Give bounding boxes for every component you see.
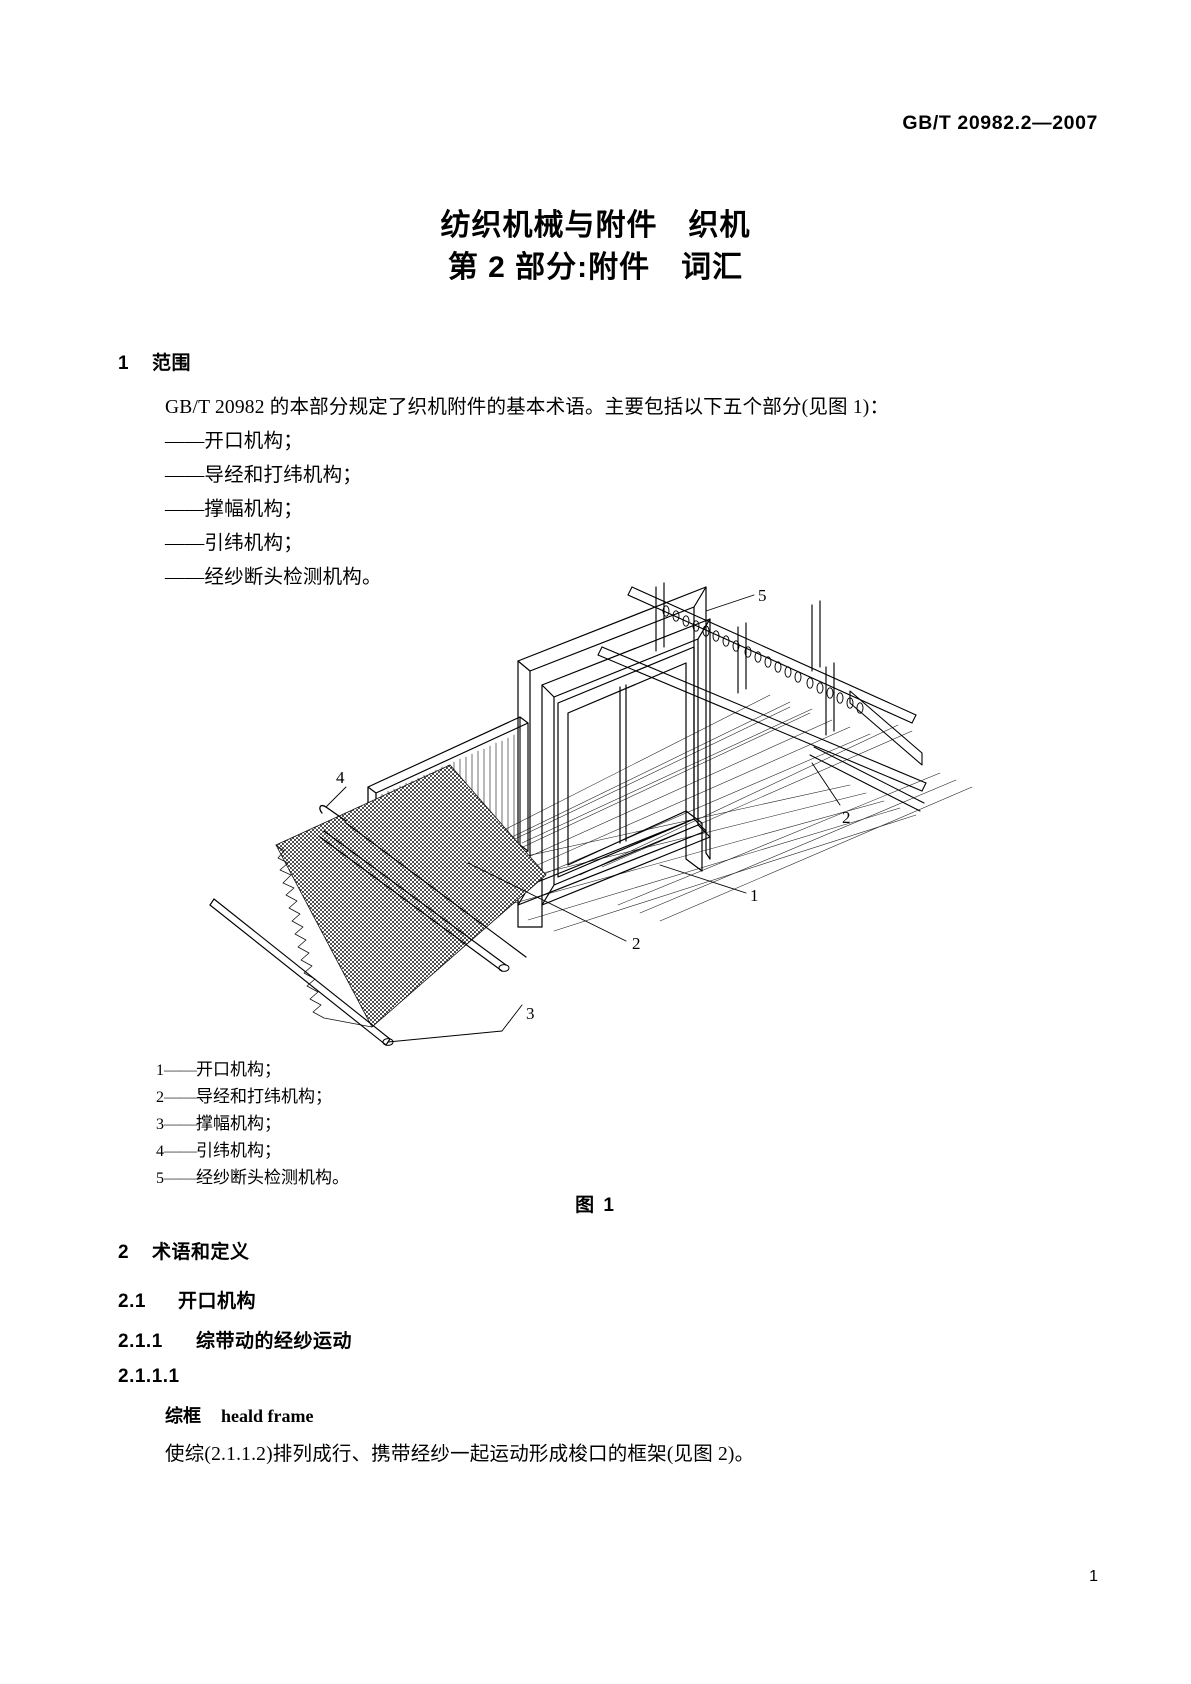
legend-number: 1 xyxy=(156,1062,164,1079)
figure-legend-item-5: 5——经纱断头检测机构。 xyxy=(156,1166,349,1191)
legend-text: 开口机构； xyxy=(196,1060,281,1079)
figure-callout-5: 5 xyxy=(758,586,767,605)
legend-dash: —— xyxy=(164,1141,197,1160)
title-line-1: 纺织机械与附件 织机 xyxy=(440,209,751,242)
heading-warp-motion-label: 综带动的经纱运动 xyxy=(196,1331,353,1352)
standard-number-header: GB/T 20982.2—2007 xyxy=(902,112,1098,134)
heald-frame-clause-number: 2.1.1.1 xyxy=(118,1366,180,1387)
figure-legend-item-1: 1——开口机构； xyxy=(156,1058,281,1083)
scope-item-4: ——引纬机构； xyxy=(165,533,303,554)
figure-legend-item-2: 2——导经和打纬机构； xyxy=(156,1085,332,1110)
figure-callout-1: 1 xyxy=(750,886,759,905)
heading-terms-number: 2 xyxy=(118,1242,130,1263)
heading-shedding-number: 2.1 xyxy=(118,1291,146,1312)
heading-shedding: 2.1 开口机构 xyxy=(118,1286,256,1313)
definition-heald-frame: 使综(2.1.1.2)排列成行、携带经纱一起运动形成梭口的框架(见图 2)。 xyxy=(165,1444,755,1465)
scope-intro-paragraph: GB/T 20982 的本部分规定了织机附件的基本术语。主要包括以下五个部分(见… xyxy=(165,397,890,418)
legend-dash: —— xyxy=(164,1060,197,1079)
scope-item-3: ——撑幅机构； xyxy=(165,499,303,520)
figure-caption: 图 1 xyxy=(575,1195,616,1216)
legend-number: 4 xyxy=(156,1143,164,1160)
figure-callout-4: 4 xyxy=(336,768,345,787)
legend-number: 3 xyxy=(156,1116,164,1133)
heading-warp-motion-number: 2.1.1 xyxy=(118,1331,163,1352)
term-heald-frame-cn: 综框 xyxy=(165,1406,201,1426)
page-title: 纺织机械与附件 织机 第 2 部分:附件 词汇 xyxy=(0,207,1191,291)
legend-text: 撑幅机构； xyxy=(196,1114,281,1133)
legend-dash: —— xyxy=(164,1114,197,1133)
legend-text: 导经和打纬机构； xyxy=(196,1087,332,1106)
figure-callout-3: 3 xyxy=(526,1004,535,1023)
figure-legend-item-4: 4——引纬机构； xyxy=(156,1139,281,1164)
term-heald-frame-en: heald frame xyxy=(221,1406,314,1426)
scope-item-2: ——导经和打纬机构； xyxy=(165,465,363,486)
figure-1-loom-diagram: 5 2 1 2 3 4 xyxy=(150,575,1070,1065)
heading-terms: 2 术语和定义 xyxy=(118,1237,250,1264)
heading-shedding-label: 开口机构 xyxy=(178,1291,257,1312)
heading-scope: 1 范围 xyxy=(118,348,191,375)
legend-text: 经纱断头检测机构。 xyxy=(196,1168,349,1187)
heading-heald-frame-number: 2.1.1.1 xyxy=(118,1366,214,1388)
title-line-2: 第 2 部分:附件 词汇 xyxy=(447,250,744,284)
figure-callout-2-right: 2 xyxy=(842,808,851,827)
figure-callout-2-mid: 2 xyxy=(632,934,641,953)
legend-dash: —— xyxy=(164,1087,197,1106)
heading-terms-label: 术语和定义 xyxy=(152,1242,250,1263)
heading-scope-label: 范围 xyxy=(152,353,192,374)
heading-scope-number: 1 xyxy=(118,353,130,374)
legend-text: 引纬机构； xyxy=(196,1141,281,1160)
scope-item-1: ——开口机构； xyxy=(165,431,303,452)
legend-number: 2 xyxy=(156,1089,164,1106)
page-number: 1 xyxy=(1089,1568,1098,1585)
scope-item-5: ——经纱断头检测机构。 xyxy=(165,567,382,588)
legend-number: 5 xyxy=(156,1170,164,1187)
legend-dash: —— xyxy=(164,1168,197,1187)
figure-legend-item-3: 3——撑幅机构； xyxy=(156,1112,281,1137)
heading-warp-motion: 2.1.1 综带动的经纱运动 xyxy=(118,1326,352,1353)
term-heald-frame: 综框 heald frame xyxy=(165,1402,313,1428)
